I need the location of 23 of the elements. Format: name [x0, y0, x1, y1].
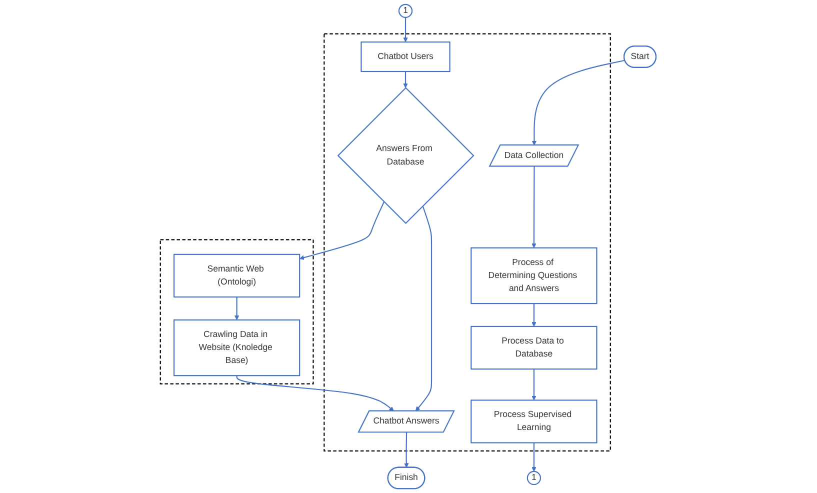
node-box: Process Data to Database — [470, 326, 598, 370]
node-box: Process Supervised Learning — [470, 400, 598, 444]
arrow — [532, 304, 537, 327]
node-box: Chatbot Users — [360, 41, 451, 72]
node-box: Crawling Data in Website (Knoledge Base) — [174, 319, 300, 376]
node-box: Semantic Web (Ontologi) — [174, 254, 300, 298]
arrow — [532, 442, 537, 472]
arrow — [236, 376, 394, 412]
node-diamond: Answers From Database — [338, 87, 475, 224]
arrow — [532, 369, 537, 400]
arrow — [404, 432, 410, 468]
arrow — [532, 166, 537, 248]
node-box: Process of Determining Questions and Answers — [470, 247, 598, 304]
node-circle: 1 — [398, 4, 413, 18]
node-circle: 1 — [527, 470, 542, 486]
arrow — [403, 17, 408, 42]
cluster — [160, 239, 314, 384]
arrow — [532, 60, 626, 146]
arrow — [300, 202, 385, 260]
arrow — [416, 206, 432, 412]
arrow — [403, 72, 408, 88]
arrow — [234, 297, 240, 320]
cluster — [324, 33, 612, 452]
